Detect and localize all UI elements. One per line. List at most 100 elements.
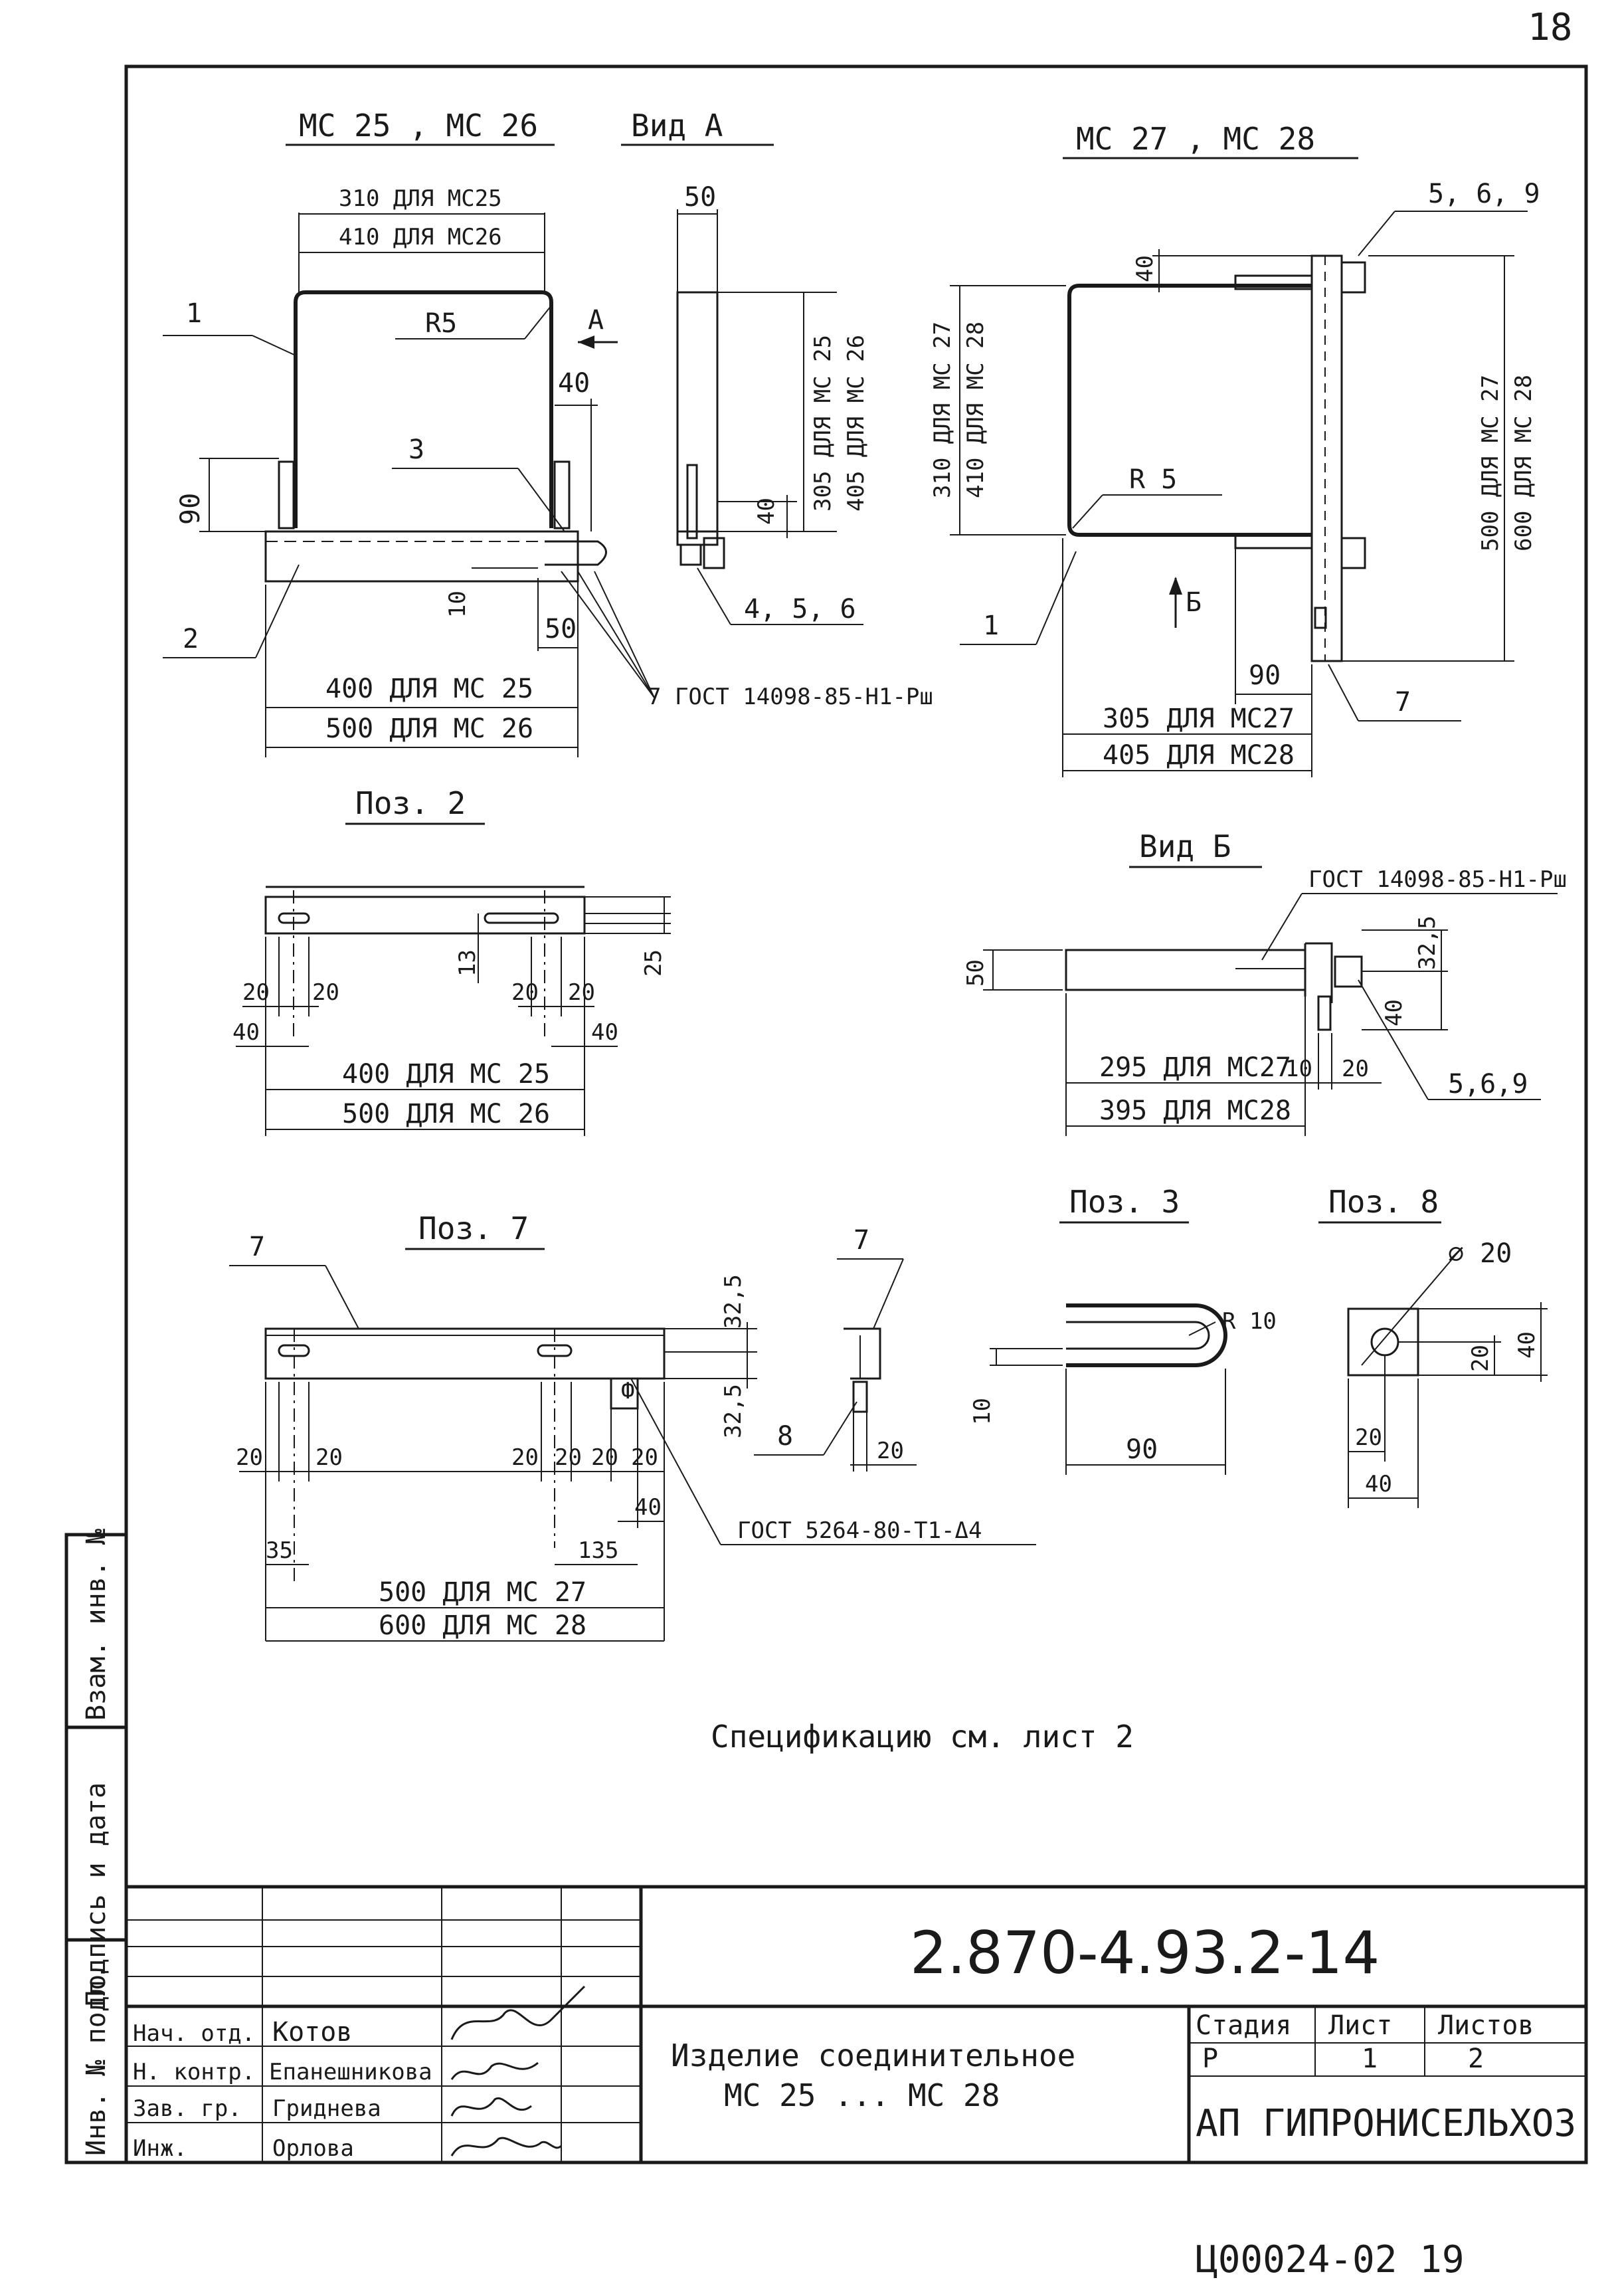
- poz3-d90: 90: [1126, 1434, 1158, 1465]
- ms25-arrow-a: А: [588, 305, 604, 335]
- ms25-pos2: 2: [183, 624, 199, 654]
- poz3-title: Поз. 3: [1069, 1184, 1180, 1220]
- poz2-d13: 13: [454, 949, 481, 977]
- title-block: 2.870-4.93.2-14 Стадия Лист Листов Р 1 2…: [126, 1885, 1586, 2163]
- ms25-dim-310: 310 ДЛЯ МС25: [339, 185, 502, 212]
- ms27-dim-405: 405 ДЛЯ МС28: [1103, 740, 1295, 771]
- poz3-r10: R 10: [1222, 1308, 1277, 1335]
- product-name-1: Изделие соединительное: [671, 2038, 1075, 2073]
- view-ms27-title: МС 27 , МС 28: [1076, 121, 1315, 157]
- side-stamp-sign-date: Подпись и дата: [81, 1782, 112, 2006]
- poz7-d20c: 20: [511, 1444, 539, 1471]
- poz2-dim-500: 500 ДЛЯ МС 26: [342, 1099, 550, 1129]
- view-a-dim-50: 50: [684, 182, 716, 213]
- stage-label: Стадия: [1196, 2010, 1292, 2041]
- signature-4: [450, 2137, 563, 2156]
- ms25-dim-50: 50: [545, 614, 577, 644]
- ms27-dim-40: 40: [1132, 255, 1158, 282]
- ms27-dim-500: 500 ДЛЯ МС 27: [1477, 375, 1504, 551]
- ms25-r5: R5: [425, 308, 457, 339]
- poz2-title: Поз. 2: [355, 785, 466, 821]
- name-2: Епанешникова: [269, 2059, 432, 2085]
- poz8-d40a: 40: [1514, 1331, 1540, 1359]
- view-a-dim-405: 405 ДЛЯ МС 26: [843, 335, 869, 512]
- view-ms25-title: МС 25 , МС 26: [299, 108, 538, 144]
- sheets-value: 2: [1468, 2044, 1484, 2074]
- name-1: Котов: [272, 2017, 352, 2048]
- ms27-pos7: 7: [1395, 687, 1411, 718]
- poz7-d20d: 20: [555, 1444, 582, 1471]
- sheets-label: Листов: [1438, 2010, 1534, 2041]
- ms25-dim-90: 90: [175, 493, 206, 525]
- poz2-d40a: 40: [232, 1019, 260, 1046]
- ms27-dim-310: 310 ДЛЯ МС 27: [929, 322, 956, 498]
- poz8-d40b: 40: [1365, 1471, 1392, 1497]
- signature-3: [450, 2097, 532, 2117]
- poz8-d20b: 20: [1355, 1424, 1382, 1451]
- poz7-d325b: 32,5: [720, 1384, 747, 1438]
- ms25-dim-500: 500 ДЛЯ МС 26: [325, 714, 533, 744]
- ms25-dim-400: 400 ДЛЯ МС 25: [325, 674, 533, 704]
- role-4: Инж.: [133, 2135, 187, 2162]
- poz2-d20d: 20: [568, 979, 595, 1006]
- view-b-dim-295: 295 ДЛЯ МС27: [1099, 1052, 1291, 1083]
- role-3: Зав. гр.: [133, 2095, 242, 2122]
- ms27-dim-410: 410 ДЛЯ МС 28: [962, 322, 989, 498]
- side-stamp-inv-replace: Взам. инв. №: [81, 1529, 112, 1721]
- poz8-dia20: ⌀ 20: [1448, 1238, 1512, 1269]
- poz2-d20b: 20: [312, 979, 339, 1006]
- view-b-dim-20: 20: [1342, 1056, 1369, 1082]
- signature-2: [450, 2061, 539, 2080]
- ms25-dim-10: 10: [444, 591, 471, 618]
- side-stamp-inv-orig: Инв. № подл.: [81, 1964, 112, 2156]
- view-b-dim-10: 10: [1285, 1056, 1312, 1082]
- poz7-gost-note: ГОСТ 5264-80-Т1-Δ4: [737, 1517, 982, 1544]
- ms27-r5: R 5: [1129, 464, 1177, 495]
- poz7-d20f: 20: [631, 1444, 658, 1471]
- signature-1: [450, 1985, 586, 2040]
- poz7-pos7a: 7: [249, 1232, 265, 1262]
- poz3-d10: 10: [969, 1398, 996, 1425]
- side-stamp-column: Взам. инв. № Подпись и дата Инв. № подл.: [64, 1529, 128, 2164]
- ms27-arrow-b: Б: [1186, 587, 1202, 618]
- poz2-dim-400: 400 ДЛЯ МС 25: [342, 1059, 550, 1090]
- poz2-d20c: 20: [511, 979, 539, 1006]
- poz7-d35: 35: [266, 1537, 293, 1564]
- poz8-d20a: 20: [1467, 1345, 1494, 1372]
- view-b-dim-325: 32,5: [1414, 915, 1441, 970]
- view-b-title: Вид Б: [1139, 828, 1231, 864]
- doc-code: 2.870-4.93.2-14: [910, 1919, 1380, 1987]
- organization: АП ГИПРОНИСЕЛЬХОЗ: [1196, 2102, 1576, 2145]
- view-a-dim-305: 305 ДЛЯ МС 25: [810, 335, 836, 512]
- poz7-dim-500: 500 ДЛЯ МС 27: [379, 1577, 586, 1608]
- view-b-gost-note: ГОСТ 14098-85-Н1-Рш: [1308, 866, 1567, 893]
- ms27-callout-569: 5, 6, 9: [1428, 179, 1540, 209]
- poz7-d20a: 20: [236, 1444, 263, 1471]
- poz7-d20g: 20: [877, 1438, 904, 1464]
- poz8-title: Поз. 8: [1328, 1184, 1439, 1220]
- view-a: Вид А 50 305 ДЛЯ МС 25 405 ДЛЯ МС 26 40 …: [621, 108, 869, 625]
- spec-note: Спецификацию см. лист 2: [711, 1719, 1134, 1755]
- ms27-dim-600: 600 ДЛЯ МС 28: [1510, 375, 1537, 551]
- drawing-frame: [124, 64, 1588, 2164]
- view-b-dim-50: 50: [962, 959, 989, 987]
- poz7-dim-600: 600 ДЛЯ МС 28: [379, 1610, 586, 1641]
- poz7-pos7b: 7: [853, 1225, 869, 1256]
- stage-value: Р: [1202, 2044, 1218, 2074]
- ms25-dim-410: 410 ДЛЯ МС26: [339, 224, 502, 250]
- ms25-pos1: 1: [186, 298, 202, 329]
- poz7-d135: 135: [578, 1537, 618, 1564]
- poz7-pos8: 8: [777, 1421, 793, 1452]
- sheet-number: 18: [1528, 6, 1572, 49]
- name-4: Орлова: [272, 2135, 354, 2162]
- ms25-gost-note: 7 ГОСТ 14098-85-Н1-Рш: [648, 684, 933, 710]
- poz7-d40: 40: [634, 1494, 662, 1521]
- ms27-pos1: 1: [983, 611, 999, 641]
- poz7-weld-symbol: Ф: [621, 1378, 634, 1404]
- ms25-pos3: 3: [408, 434, 424, 465]
- detail-poz3: Поз. 3 R 10 10 90: [969, 1184, 1277, 1475]
- view-a-title: Вид А: [631, 108, 723, 144]
- footer-code: Ц00024-02 19: [1196, 2238, 1465, 2281]
- view-b-callout: 5,6,9: [1448, 1069, 1528, 1100]
